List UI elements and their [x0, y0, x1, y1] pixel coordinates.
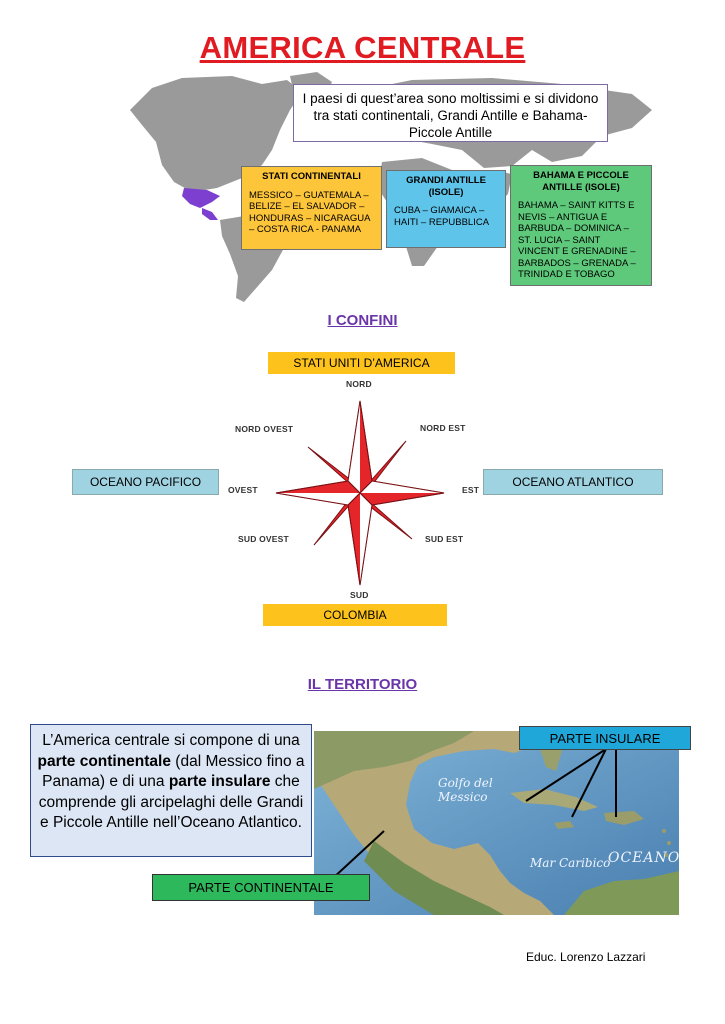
- confini-heading: I CONFINI: [327, 312, 398, 329]
- compass-nord-est-label: NORD EST: [420, 423, 466, 433]
- parte-continentale-label: PARTE CONTINENTALE: [152, 874, 370, 901]
- map-label-oceano: OCEANO A: [608, 850, 679, 866]
- compass-sud-est-label: SUD EST: [425, 534, 464, 544]
- grandi-antille-box: GRANDI ANTILLE (ISOLE) CUBA – GIAMAICA –…: [386, 170, 506, 248]
- description-text-2: (dal Messico fino a Panama) e di una: [42, 752, 305, 791]
- compass-ovest-label: OVEST: [228, 485, 258, 495]
- compass-rose-icon: [275, 400, 445, 586]
- grandi-antille-list: CUBA – GIAMAICA – HAITI – REPUBBLICA: [394, 205, 490, 228]
- compass-nord-ovest-label: NORD OVEST: [235, 424, 294, 434]
- compass-sud-label: SUD: [350, 590, 369, 600]
- border-est-label: OCEANO ATLANTICO: [483, 469, 663, 495]
- compass-sud-ovest-label: SUD OVEST: [238, 534, 289, 544]
- description-bold-1: parte continentale: [37, 752, 171, 770]
- author-credit: Educ. Lorenzo Lazzari: [526, 950, 646, 964]
- border-sud-label: COLOMBIA: [263, 604, 447, 626]
- map-label-golfo: Golfo del Messico: [438, 776, 493, 804]
- bahama-heading: BAHAMA E PICCOLE ANTILLE (ISOLE): [533, 170, 629, 193]
- stati-continentali-list: MESSICO – GUATEMALA – BELIZE – EL SALVAD…: [249, 189, 370, 236]
- intro-box: I paesi di quest’area sono moltissimi e …: [293, 84, 608, 142]
- compass-est-label: EST: [462, 485, 480, 495]
- parte-insulare-label: PARTE INSULARE: [519, 726, 691, 750]
- description-bold-2: parte insulare: [168, 773, 271, 790]
- stati-continentali-heading: STATI CONTINENTALI: [262, 171, 361, 182]
- page-title: AMERICA CENTRALE: [199, 30, 526, 65]
- description-text-1: L’America centrale si compone di una: [42, 732, 300, 749]
- description-text-3: che comprende gli arcipelaghi delle Gran…: [38, 773, 304, 831]
- border-nord-label: STATI UNITI D’AMERICA: [268, 352, 455, 374]
- stati-continentali-box: STATI CONTINENTALI MESSICO – GUATEMALA –…: [241, 166, 382, 250]
- central-america-map: [314, 731, 679, 915]
- map-label-mar: Mar Caribico: [530, 856, 611, 870]
- border-ovest-label: OCEANO PACIFICO: [72, 469, 219, 495]
- grandi-antille-heading: GRANDI ANTILLE (ISOLE): [406, 175, 486, 198]
- compass-nord-label: NORD: [346, 379, 372, 389]
- bahama-box: BAHAMA E PICCOLE ANTILLE (ISOLE) BAHAMA …: [510, 165, 652, 286]
- territorio-heading: IL TERRITORIO: [307, 676, 418, 693]
- territorio-description: L’America centrale si compone di una par…: [30, 724, 312, 857]
- bahama-list: BAHAMA – SAINT KITTS E NEVIS – ANTIGUA E…: [518, 200, 636, 280]
